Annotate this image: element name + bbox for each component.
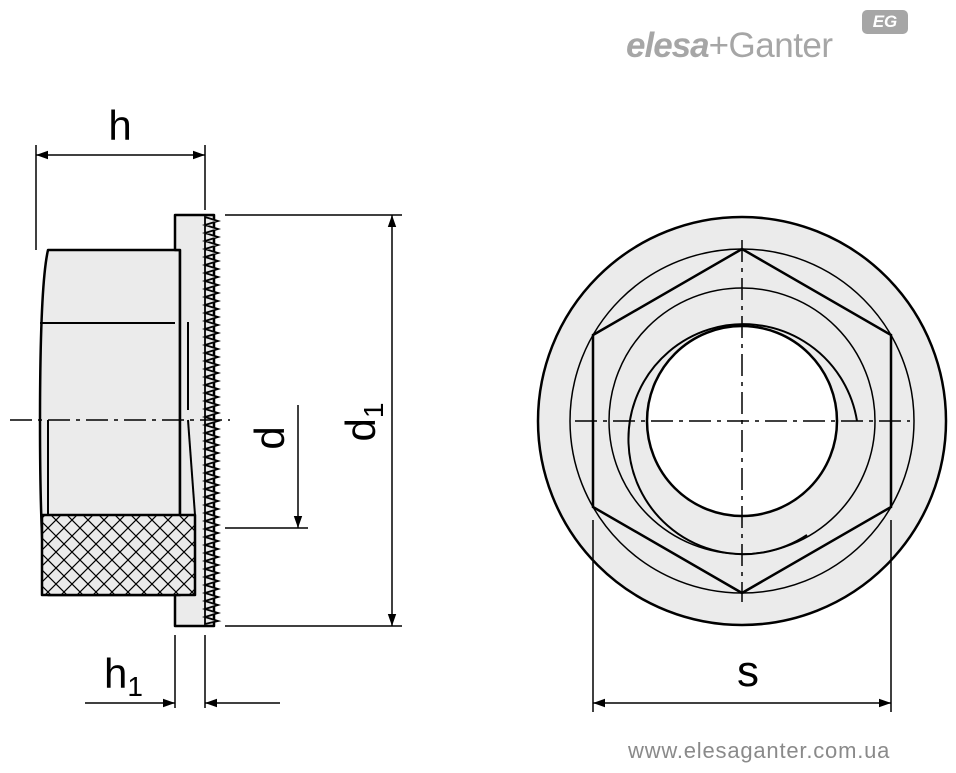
brand-name-part1: elesa — [626, 26, 710, 65]
dim-h1-label: h1 — [104, 650, 143, 702]
dim-d — [225, 405, 308, 529]
brand-logo: elesa+Ganter — [626, 26, 833, 66]
dim-h — [35, 145, 206, 250]
dim-d1 — [225, 214, 402, 627]
brand-name-separator: + — [708, 26, 729, 65]
dim-s — [592, 520, 892, 712]
side-knurl — [40, 513, 197, 597]
dim-h1 — [85, 635, 280, 708]
front-thread-arc — [627, 323, 858, 556]
dim-d-label: d — [246, 426, 293, 449]
dim-s-label: s — [737, 647, 759, 696]
dim-h-label: h — [108, 102, 131, 149]
brand-name-part2: Ganter — [728, 26, 834, 65]
website-url: www.elesaganter.com.ua — [628, 738, 891, 763]
dim-d1-label: d1 — [337, 403, 389, 442]
brand-badge-icon: EG — [862, 10, 908, 34]
